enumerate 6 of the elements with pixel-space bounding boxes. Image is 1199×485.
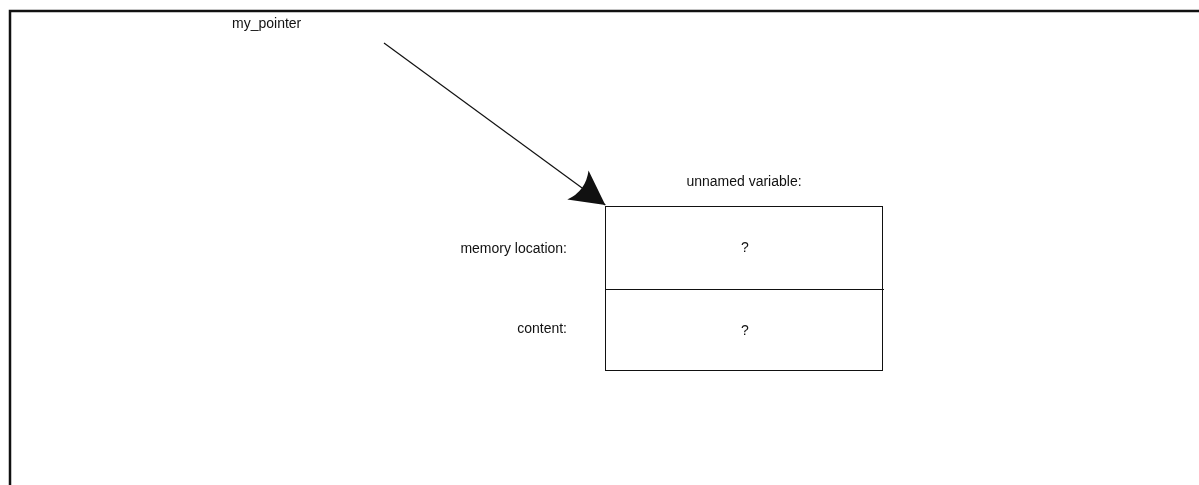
cell-value: ? — [740, 322, 750, 338]
box-heading: unnamed variable: — [685, 173, 803, 189]
row-label: memory location: — [459, 240, 567, 256]
variable-name: my_pointer — [232, 12, 332, 34]
row-label: content: — [516, 320, 567, 336]
cell-value: ? — [740, 239, 750, 255]
